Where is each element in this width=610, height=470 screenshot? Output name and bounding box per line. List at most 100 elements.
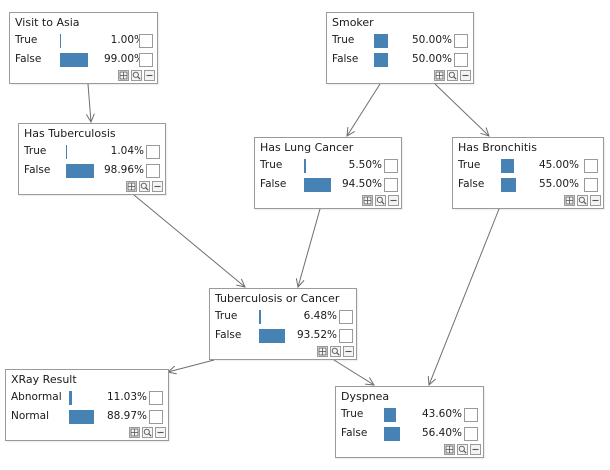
evidence-checkbox[interactable] <box>464 408 478 422</box>
probability-bar <box>304 178 340 192</box>
state-label: True <box>15 34 38 46</box>
probability-value: 5.50% <box>348 159 382 171</box>
zoom-icon[interactable] <box>375 195 386 206</box>
probability-bar <box>259 310 295 324</box>
grid-icon[interactable] <box>444 444 455 455</box>
zoom-icon[interactable] <box>139 181 150 192</box>
probability-bar <box>384 427 420 441</box>
evidence-checkbox[interactable] <box>139 53 153 67</box>
probability-value: 93.52% <box>296 329 337 341</box>
grid-icon[interactable] <box>362 195 373 206</box>
state-row-false: False 56.40% <box>336 425 483 443</box>
state-label: False <box>215 329 242 341</box>
evidence-checkbox[interactable] <box>339 329 353 343</box>
grid-icon[interactable] <box>434 70 445 81</box>
probability-bar <box>60 53 96 67</box>
grid-icon[interactable] <box>564 195 575 206</box>
probability-bar <box>384 408 420 422</box>
evidence-checkbox[interactable] <box>384 159 398 173</box>
minimize-icon[interactable] <box>155 427 166 438</box>
grid-icon[interactable] <box>118 70 129 81</box>
probability-bar <box>501 159 537 173</box>
node-title: Has Lung Cancer <box>260 141 354 154</box>
minimize-icon[interactable] <box>144 70 155 81</box>
probability-bar-fill <box>374 34 388 48</box>
zoom-icon[interactable] <box>330 346 341 357</box>
zoom-icon[interactable] <box>142 427 153 438</box>
edge-has-tuberculosis-to-tuberculosis-or-cancer <box>133 194 245 287</box>
probability-bar <box>304 159 340 173</box>
evidence-checkbox[interactable] <box>584 178 598 192</box>
state-row-false: False 93.52% <box>210 327 356 345</box>
grid-icon[interactable] <box>126 181 137 192</box>
probability-bar-fill <box>69 391 72 405</box>
evidence-checkbox[interactable] <box>384 178 398 192</box>
grid-icon[interactable] <box>129 427 140 438</box>
state-label: False <box>341 427 368 439</box>
node-title: Smoker <box>332 16 374 29</box>
zoom-icon[interactable] <box>447 70 458 81</box>
evidence-checkbox[interactable] <box>146 145 160 159</box>
minimize-icon[interactable] <box>470 444 481 455</box>
minimize-icon[interactable] <box>343 346 354 357</box>
zoom-icon[interactable] <box>131 70 142 81</box>
probability-bar-fill <box>384 408 396 422</box>
probability-bar-fill <box>259 310 261 324</box>
probability-bar-fill <box>69 410 94 424</box>
state-label: True <box>341 408 364 420</box>
grid-icon[interactable] <box>317 346 328 357</box>
minimize-icon[interactable] <box>460 70 471 81</box>
evidence-checkbox[interactable] <box>149 391 163 405</box>
probability-value: 43.60% <box>421 408 462 420</box>
evidence-checkbox[interactable] <box>584 159 598 173</box>
probability-bar <box>60 34 96 48</box>
probability-bar <box>501 178 537 192</box>
probability-bar <box>259 329 295 343</box>
state-row-true: True 43.60% <box>336 406 483 424</box>
node-title: Dyspnea <box>341 390 390 403</box>
evidence-checkbox[interactable] <box>339 310 353 324</box>
state-label: Normal <box>11 410 49 422</box>
evidence-checkbox[interactable] <box>454 34 468 48</box>
evidence-checkbox[interactable] <box>139 34 153 48</box>
edge-has-lung-cancer-to-tuberculosis-or-cancer <box>298 208 321 287</box>
edge-tuberculosis-or-cancer-to-dyspnea <box>333 359 374 385</box>
state-label: Abnormal <box>11 391 62 403</box>
minimize-icon[interactable] <box>388 195 399 206</box>
evidence-checkbox[interactable] <box>149 410 163 424</box>
probability-value: 6.48% <box>303 310 337 322</box>
minimize-icon[interactable] <box>590 195 601 206</box>
zoom-icon[interactable] <box>577 195 588 206</box>
probability-bar-fill <box>259 329 285 343</box>
edge-smoker-to-has-bronchitis <box>434 83 489 136</box>
evidence-checkbox[interactable] <box>464 427 478 441</box>
probability-value: 56.40% <box>421 427 462 439</box>
probability-bar-fill <box>66 145 67 159</box>
probability-bar-fill <box>374 53 388 67</box>
state-label: False <box>15 53 42 65</box>
minimize-icon[interactable] <box>152 181 163 192</box>
probability-bar-fill <box>304 178 331 192</box>
evidence-checkbox[interactable] <box>454 53 468 67</box>
probability-value: 1.04% <box>110 145 144 157</box>
probability-bar-fill <box>501 178 516 192</box>
probability-bar-fill <box>304 159 306 173</box>
probability-bar-fill <box>66 164 94 178</box>
node-title: Visit to Asia <box>15 16 80 29</box>
zoom-icon[interactable] <box>457 444 468 455</box>
evidence-checkbox[interactable] <box>146 164 160 178</box>
